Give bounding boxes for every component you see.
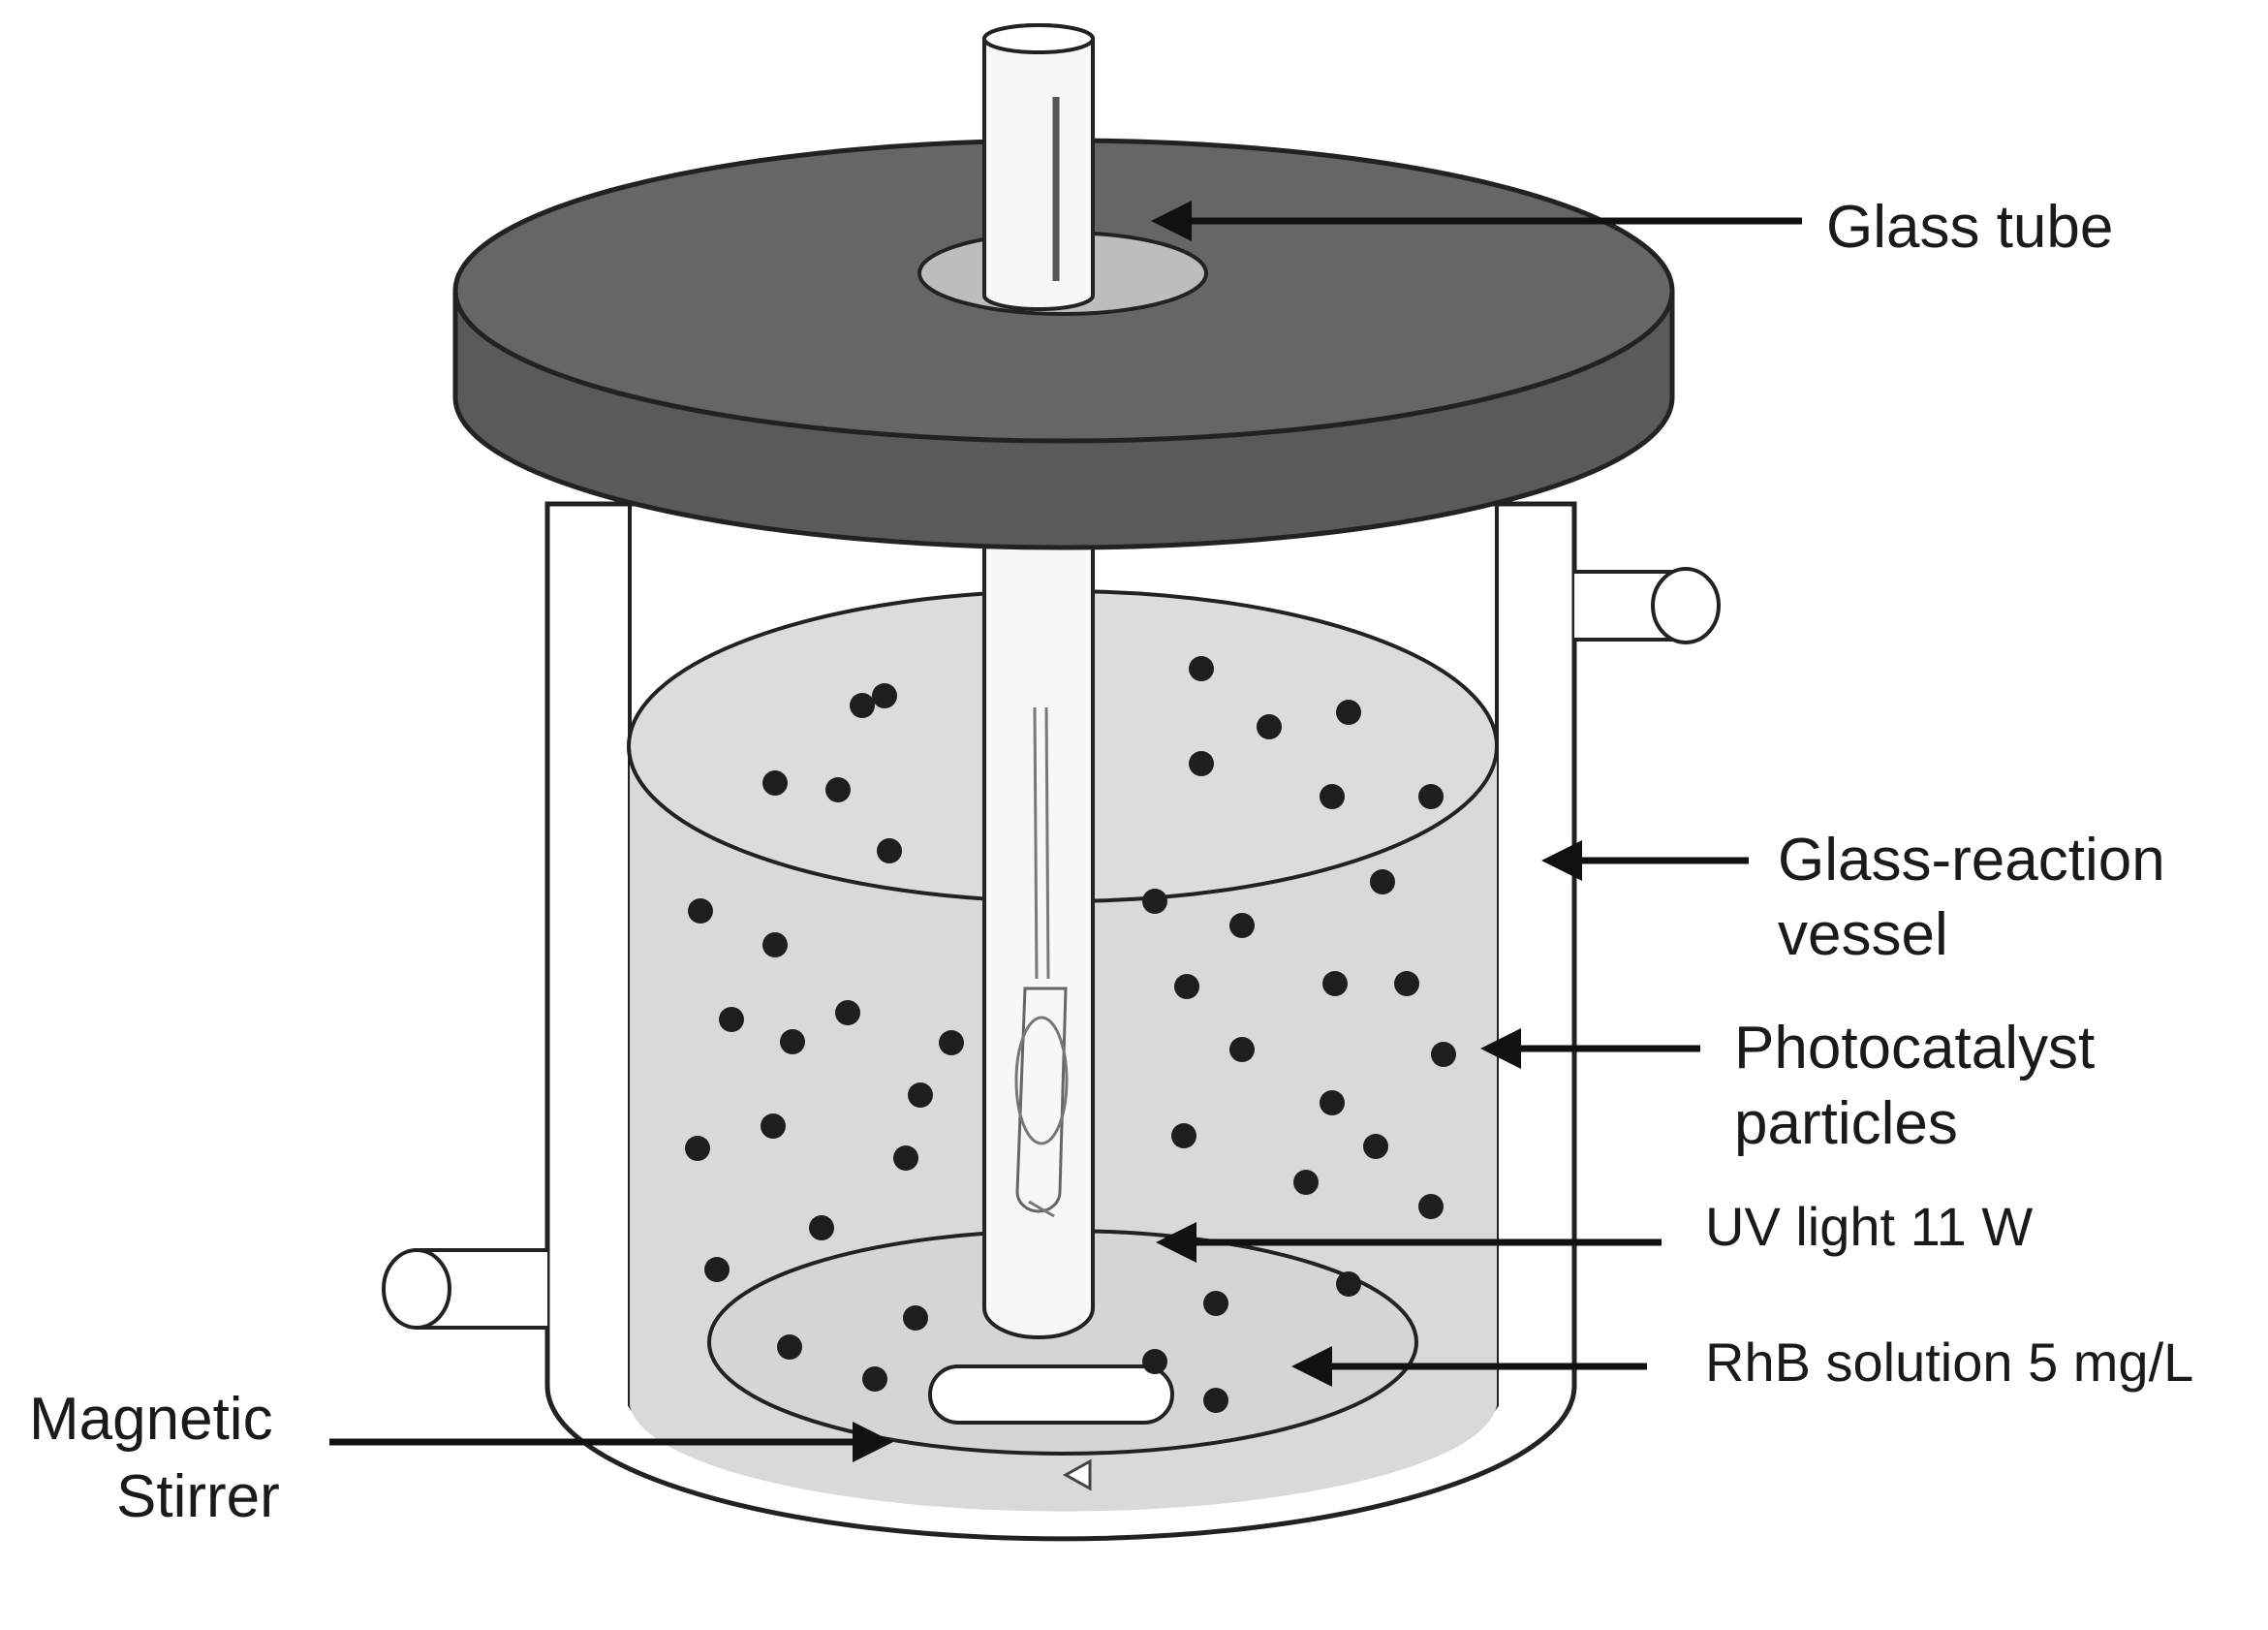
particle — [1174, 974, 1199, 999]
particle — [893, 1145, 918, 1171]
label-glass-reaction-vessel-line1: Glass-reaction — [1778, 827, 2165, 893]
particle — [685, 1136, 710, 1161]
lid — [452, 23, 1675, 550]
particle — [1293, 1170, 1319, 1195]
particle — [1142, 889, 1167, 914]
uv-lamp — [1014, 706, 1069, 1218]
particle — [835, 1000, 860, 1025]
particle — [1257, 714, 1282, 739]
rotation-arrow — [1062, 1458, 1092, 1491]
label-magnetic-stirrer-line2: Stirrer — [116, 1463, 280, 1530]
particle — [1229, 1037, 1255, 1062]
particle — [850, 693, 875, 718]
particle — [1431, 1042, 1456, 1067]
particle — [1203, 1291, 1228, 1316]
label-magnetic-stirrer-line1: Magnetic — [29, 1386, 273, 1453]
particle — [872, 683, 897, 708]
labels: Glass tube Glass-reaction vessel Photoca… — [29, 194, 2193, 1530]
particle — [1320, 784, 1345, 809]
pointer-arrows — [329, 201, 1802, 1462]
particle — [1418, 1194, 1444, 1219]
label-rhb-solution: RhB solution 5 mg/L — [1705, 1332, 2193, 1393]
particle — [1203, 1388, 1228, 1413]
particle — [1171, 1123, 1196, 1148]
label-uv-light: UV light 11 W — [1705, 1196, 2033, 1257]
particle — [908, 1082, 933, 1108]
particle — [1189, 656, 1214, 681]
label-glass-tube: Glass tube — [1826, 194, 2113, 261]
particle — [1370, 869, 1395, 894]
particle — [762, 770, 788, 796]
particle — [1322, 971, 1348, 996]
inlet-port-lower — [382, 1248, 547, 1330]
particle — [939, 1030, 964, 1055]
photocatalyst-particles — [685, 656, 1456, 1413]
particle — [1229, 913, 1255, 938]
particle — [809, 1215, 834, 1240]
particle — [1394, 971, 1419, 996]
particle — [1418, 784, 1444, 809]
particle — [688, 898, 713, 924]
particle — [761, 1113, 786, 1139]
particle — [1142, 1349, 1167, 1374]
particle — [777, 1334, 802, 1360]
label-photocatalyst-line1: Photocatalyst — [1734, 1015, 2095, 1081]
outlet-port-upper — [1574, 567, 1721, 644]
particle — [1336, 1271, 1361, 1297]
stir-bar — [928, 1364, 1174, 1425]
particle — [762, 932, 788, 957]
label-photocatalyst-line2: particles — [1734, 1090, 1958, 1157]
particle — [1363, 1134, 1388, 1159]
particle — [825, 777, 851, 802]
particle — [704, 1257, 730, 1282]
particle — [1320, 1090, 1345, 1115]
particle — [862, 1366, 887, 1392]
particle — [780, 1029, 805, 1054]
particle — [1336, 700, 1361, 725]
particle — [719, 1007, 744, 1032]
particle — [903, 1305, 928, 1331]
particle — [1189, 751, 1214, 776]
label-glass-reaction-vessel-line2: vessel — [1778, 901, 1948, 968]
particle — [877, 838, 902, 863]
